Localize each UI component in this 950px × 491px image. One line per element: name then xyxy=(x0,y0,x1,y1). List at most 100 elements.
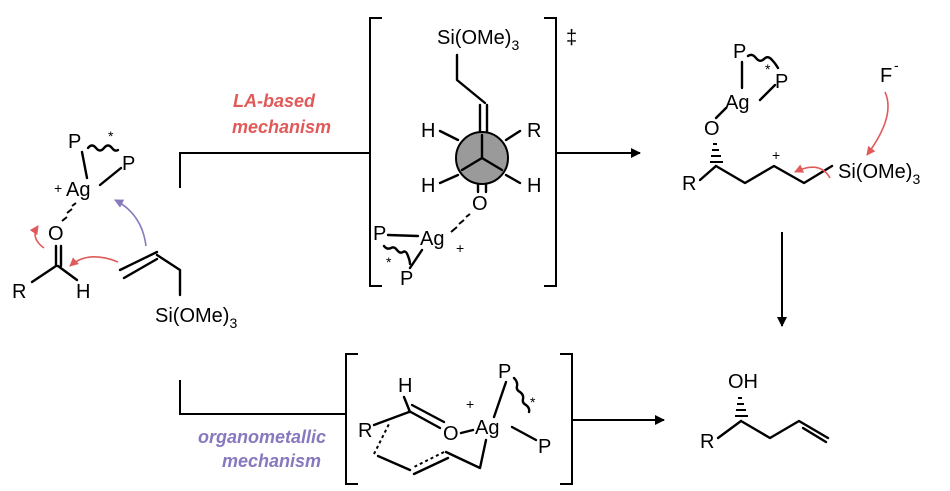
hash-bond xyxy=(735,397,748,417)
carbon-chain xyxy=(739,419,830,440)
curved-arrow-red xyxy=(866,91,889,156)
atom-p: P xyxy=(498,361,511,383)
double-dagger: ‡ xyxy=(566,27,577,49)
double-bond xyxy=(476,182,488,194)
atom-p: P xyxy=(68,131,81,153)
curved-arrow-purple xyxy=(114,199,147,247)
dative-bond xyxy=(450,213,471,233)
om-label: mechanism xyxy=(222,451,321,471)
si-ome3: Si(OMe)3 xyxy=(155,305,237,331)
atom-plus: + xyxy=(772,147,780,163)
atom-oh: OH xyxy=(728,371,758,393)
newman-front-bonds xyxy=(460,133,504,172)
la-transition-state: ‡ Si(OMe)3 H R H H O Ag + P P * xyxy=(369,17,577,290)
wavy-bond xyxy=(746,53,780,70)
atom-h: H xyxy=(527,175,541,197)
la-label: mechanism xyxy=(232,117,331,137)
atom-star: * xyxy=(530,394,536,410)
double-bond xyxy=(412,456,450,476)
bond xyxy=(80,150,89,180)
bracket-right xyxy=(560,353,573,485)
atom-plus: + xyxy=(54,180,62,196)
double-bond xyxy=(118,250,159,280)
bracket-right xyxy=(544,17,557,287)
branch-line-bottom xyxy=(179,380,346,415)
atom-h: H xyxy=(398,375,412,397)
bond xyxy=(372,410,411,427)
bond xyxy=(510,425,538,442)
atom-ag: Ag xyxy=(420,228,444,250)
bond xyxy=(376,454,412,472)
atom-star: * xyxy=(386,254,392,270)
atom-r: R xyxy=(700,431,714,453)
si-ome3: Si(OMe)3 xyxy=(838,161,920,187)
atom-o: O xyxy=(704,118,720,140)
atom-ag: Ag xyxy=(725,92,749,114)
bond xyxy=(155,253,182,297)
bond xyxy=(408,248,424,270)
atom-p: P xyxy=(122,153,135,175)
atom-r: R xyxy=(358,420,372,442)
atom-h: H xyxy=(421,175,435,197)
atom-p: P xyxy=(733,41,746,63)
atom-h: H xyxy=(421,120,435,142)
atom-h: H xyxy=(76,281,90,303)
atom-minus: - xyxy=(894,57,899,73)
wavy-bond xyxy=(382,244,412,266)
atom-p: P xyxy=(400,268,413,290)
carbon-chain xyxy=(714,164,834,185)
newman-back-bonds xyxy=(438,129,522,185)
bond xyxy=(716,419,743,440)
bracket-left xyxy=(369,17,382,287)
wavy-bond xyxy=(512,376,531,414)
atom-r: R xyxy=(682,173,696,195)
curved-arrow-red xyxy=(69,256,119,267)
bond xyxy=(402,395,412,414)
bond xyxy=(492,380,508,419)
forming-bond xyxy=(373,421,391,455)
double-bond xyxy=(801,426,828,444)
bond xyxy=(714,106,728,120)
dative-bond xyxy=(61,202,77,222)
atom-plus: + xyxy=(456,240,464,256)
atom-r: R xyxy=(12,281,26,303)
atom-star: * xyxy=(765,61,771,77)
la-label: LA-based xyxy=(233,91,316,111)
bond xyxy=(455,53,487,105)
bracket-left xyxy=(345,353,358,485)
curved-arrow-red xyxy=(794,164,831,179)
om-label: organometallic xyxy=(198,427,326,447)
atom-plus: + xyxy=(466,396,474,412)
branch-line-top xyxy=(179,152,370,188)
bond xyxy=(386,233,420,238)
atom-p: P xyxy=(373,223,386,245)
bond xyxy=(30,264,58,284)
homoallylic-alcohol-product: OH R xyxy=(700,371,830,453)
bond xyxy=(698,164,718,182)
bond xyxy=(459,428,475,435)
wavy-bond xyxy=(86,144,120,152)
atom-star: * xyxy=(108,128,114,144)
atom-p: P xyxy=(538,436,551,458)
atom-o: O xyxy=(472,193,488,215)
bond xyxy=(444,438,488,470)
atom-o: O xyxy=(48,223,64,245)
om-transition-state: H R O + Ag P P * xyxy=(345,353,573,485)
atom-p: P xyxy=(775,71,788,93)
atom-o: O xyxy=(443,423,459,445)
starting-materials: P * P + Ag O R H Si(OMe)3 xyxy=(12,128,237,331)
carbocation-intermediate: P * P Ag O R + Si(OMe)3 F - xyxy=(682,41,920,195)
atom-r: R xyxy=(527,120,541,142)
curved-arrow-red xyxy=(29,225,45,249)
atom-f: F xyxy=(880,65,892,87)
bond xyxy=(56,264,79,282)
bond xyxy=(98,166,123,187)
double-bond xyxy=(407,403,446,430)
forming-bond xyxy=(411,451,445,469)
double-bond xyxy=(54,244,63,268)
atom-ag: Ag xyxy=(475,417,499,439)
si-ome3: Si(OMe)3 xyxy=(437,27,519,53)
atom-ag: Ag xyxy=(66,179,90,201)
